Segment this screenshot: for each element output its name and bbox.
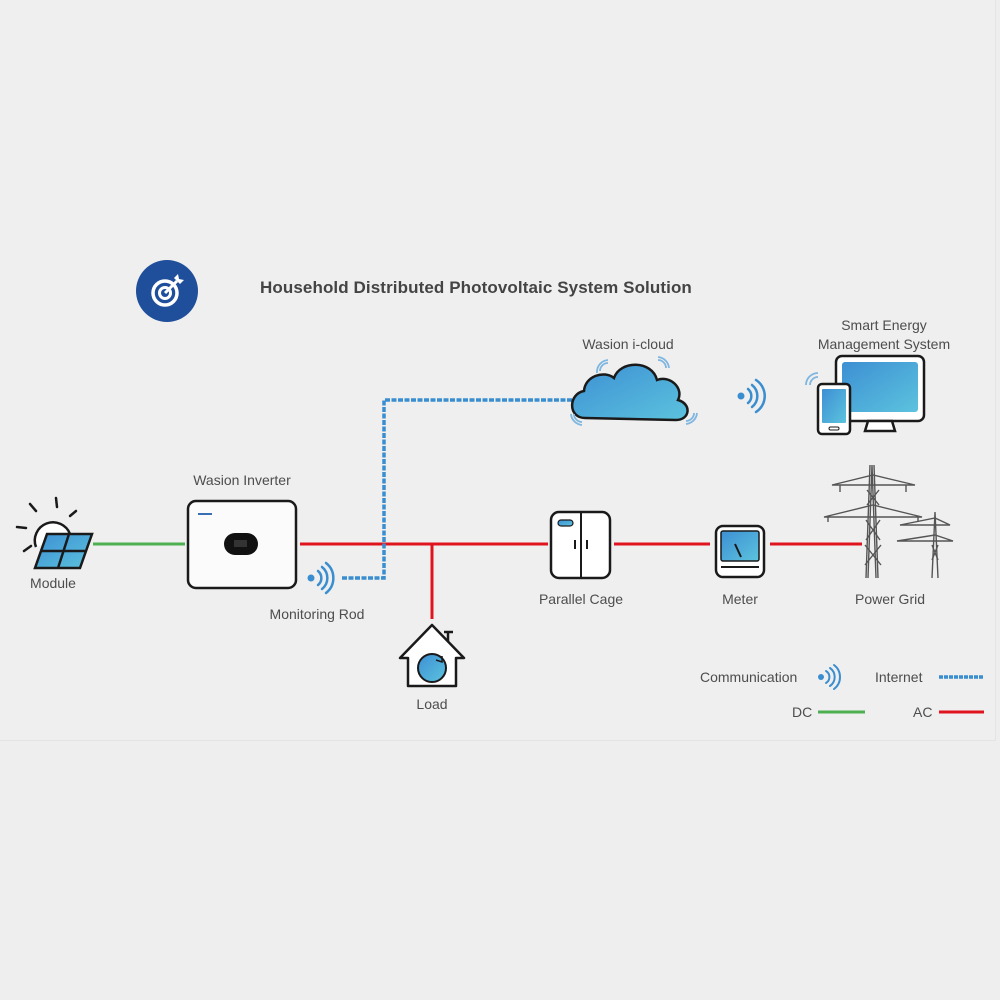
target-icon <box>151 274 184 307</box>
power-grid-label: Power Grid <box>854 591 926 607</box>
legend-communication-label: Communication <box>700 669 798 685</box>
cloud-icon <box>570 356 698 426</box>
sems-label-line1: Smart Energy <box>841 317 927 333</box>
legend-internet-label: Internet <box>875 669 923 685</box>
inverter-label: Wasion Inverter <box>193 472 291 488</box>
sems-label: Smart Energy Management System <box>818 316 950 354</box>
house-icon <box>398 623 466 688</box>
solar-panel-icon <box>15 496 94 570</box>
page-title: Household Distributed Photovoltaic Syste… <box>260 278 692 297</box>
pylon-icon <box>823 464 954 579</box>
legend-ac-label: AC <box>913 704 933 720</box>
legend-dc-label: DC <box>792 704 813 720</box>
devices-icon <box>805 354 926 436</box>
module-label: Module <box>30 575 76 591</box>
meter-icon <box>714 524 766 579</box>
title-badge <box>136 260 198 322</box>
parallel-cage-label: Parallel Cage <box>538 591 624 607</box>
monitoring-rod-label: Monitoring Rod <box>269 606 365 622</box>
sems-label-line2: Management System <box>817 336 951 352</box>
legend-communication-icon <box>818 664 841 690</box>
inverter-icon <box>186 499 298 590</box>
communication-signal-icon <box>737 378 766 414</box>
ac-lines <box>300 542 862 619</box>
cloud-label: Wasion i-cloud <box>582 336 674 352</box>
load-label: Load <box>416 696 448 712</box>
wifi-signal-icon <box>307 561 335 595</box>
cabinet-icon <box>549 510 612 580</box>
meter-label: Meter <box>722 591 758 607</box>
internet-line <box>342 398 578 580</box>
diagram-panel <box>0 0 996 741</box>
